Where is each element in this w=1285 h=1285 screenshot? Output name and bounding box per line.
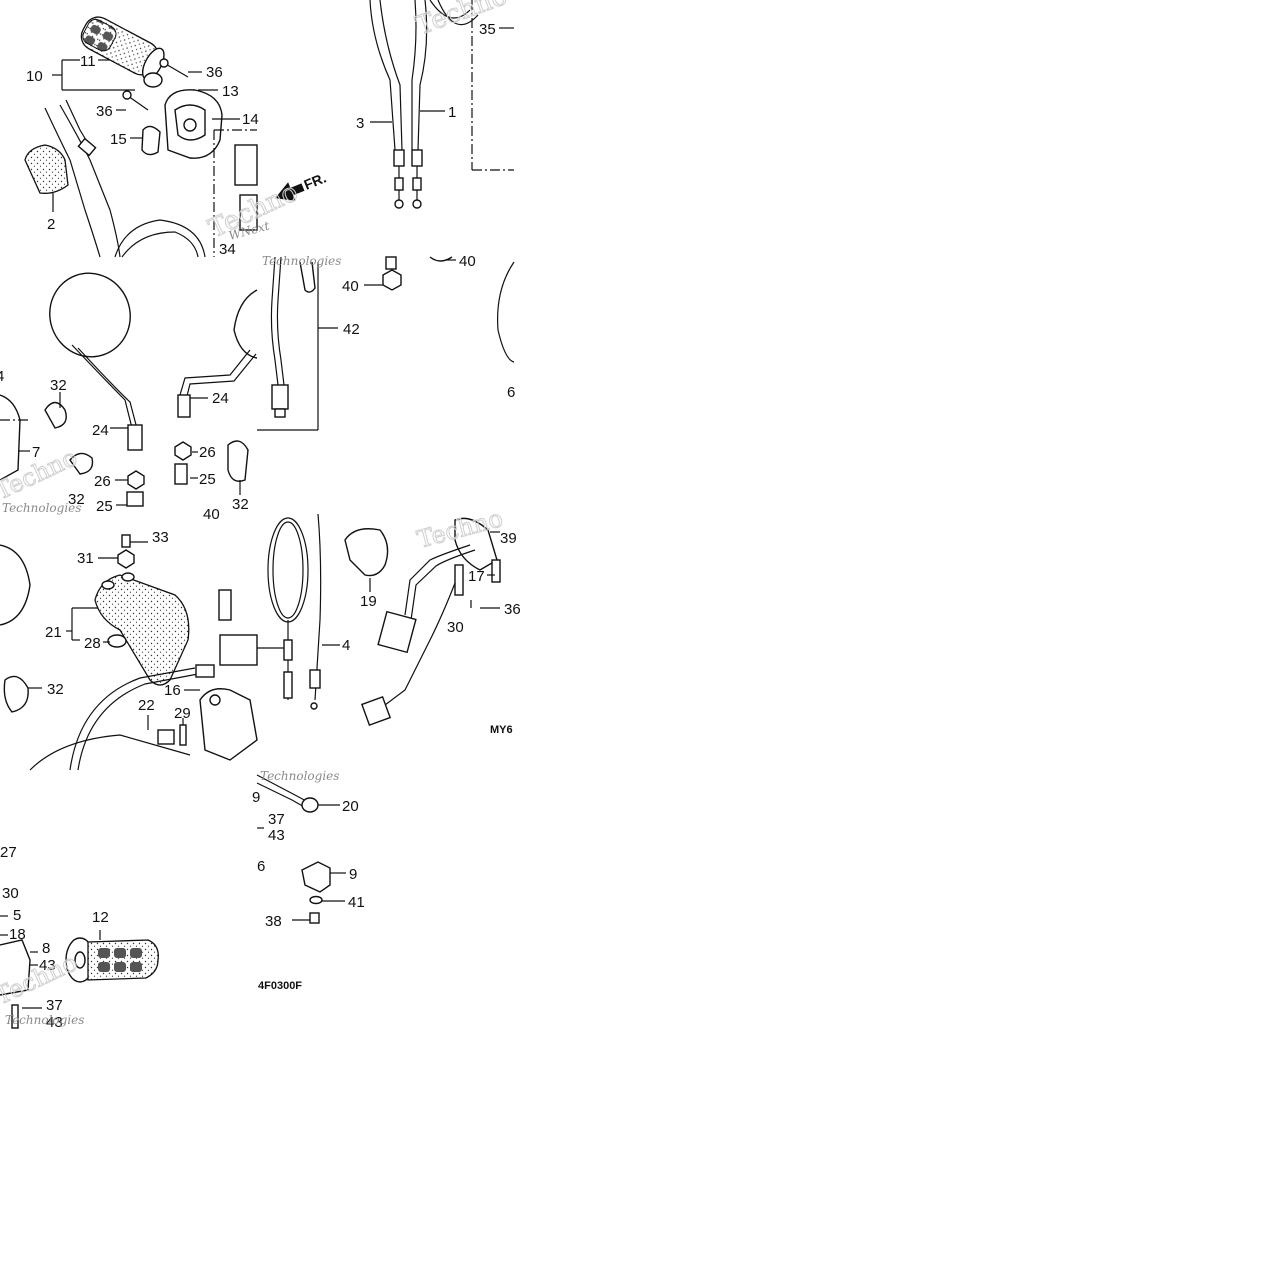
callout-29: 29 xyxy=(174,705,191,722)
callout-40: 40 xyxy=(342,278,359,295)
callout-17: 17 xyxy=(468,568,485,585)
watermark-small: Technologies xyxy=(260,769,339,783)
callout-10: 10 xyxy=(26,68,43,85)
callout-32: 32 xyxy=(50,377,67,394)
watermark-small: Technologies xyxy=(262,254,341,268)
callout-42: 42 xyxy=(343,321,360,338)
callout-43: 43 xyxy=(46,1014,63,1031)
callout-5: 5 xyxy=(13,907,21,924)
callout-32: 32 xyxy=(47,681,64,698)
callout-37: 37 xyxy=(46,997,63,1014)
callout-15: 15 xyxy=(110,131,127,148)
tile-lever-assembly: 33 31 21 28 32 16 22 29 xyxy=(0,529,258,771)
callout-4: 4 xyxy=(342,637,350,654)
callout-40: 40 xyxy=(203,506,220,523)
callout-39: 39 xyxy=(500,530,517,547)
callout-19: 19 xyxy=(360,593,377,610)
callout-41: 41 xyxy=(348,894,365,911)
left-grip-part xyxy=(65,937,159,983)
callout-22: 22 xyxy=(138,697,155,714)
callout-36: 36 xyxy=(96,103,113,120)
tile-throttle-assembly: FR. 10 11 36 13 36 14 15 2 34 WNext Tech… xyxy=(24,16,328,258)
tile-left-grip: 27 30 5 18 8 43 12 37 43 Techno Technolo… xyxy=(0,844,159,1031)
callout-30: 30 xyxy=(447,619,464,636)
callout-21: 21 xyxy=(45,624,62,641)
callout-1: 1 xyxy=(448,104,456,121)
callout-4: 4 xyxy=(0,368,4,385)
callout-3: 3 xyxy=(356,115,364,132)
callout-24: 24 xyxy=(92,422,109,439)
tile-clutch-lever: 9 20 37 43 6 9 41 38 4F0300F Technologie… xyxy=(252,769,365,992)
callout-16: 16 xyxy=(164,682,181,699)
callout-13: 13 xyxy=(222,83,239,100)
tile-mirrors: 4 32 24 24 7 26 25 26 25 32 32 40 Techno… xyxy=(0,272,258,523)
callout-38: 38 xyxy=(265,913,282,930)
tile-cables: 35 3 1 Techno xyxy=(356,0,514,209)
callout-9: 9 xyxy=(252,789,260,806)
callout-40: 40 xyxy=(459,253,476,270)
callout-8: 8 xyxy=(42,940,50,957)
callout-18: 18 xyxy=(9,926,26,943)
callout-33: 33 xyxy=(152,529,169,546)
callout-26: 26 xyxy=(94,473,111,490)
callout-31: 31 xyxy=(77,550,94,567)
callout-11: 11 xyxy=(80,53,96,70)
diagram-code: 4F0300F xyxy=(258,980,302,992)
callout-25: 25 xyxy=(199,471,216,488)
callout-24: 24 xyxy=(212,390,229,407)
callout-35: 35 xyxy=(479,21,496,38)
callout-28: 28 xyxy=(84,635,101,652)
throttle-grip-part xyxy=(80,16,165,80)
callout-14: 14 xyxy=(242,111,259,128)
callout-2: 2 xyxy=(47,216,55,233)
callout-36: 36 xyxy=(206,64,223,81)
callout-25: 25 xyxy=(96,498,113,515)
callout-26: 26 xyxy=(199,444,216,461)
callout-7: 7 xyxy=(32,444,40,461)
screw-part xyxy=(122,58,189,111)
callout-43: 43 xyxy=(39,957,56,974)
callout-37: 37 xyxy=(268,811,285,828)
tile-switch-cables: 39 17 19 36 30 4 MY6 Techno xyxy=(257,504,521,736)
watermark-small: Technologies xyxy=(2,501,81,515)
watermark-small: Technologies xyxy=(5,1013,84,1027)
callout-36: 36 xyxy=(504,601,521,618)
callout-43: 43 xyxy=(268,827,285,844)
callout-32: 32 xyxy=(232,496,249,513)
callout-6: 6 xyxy=(257,858,265,875)
callout-9: 9 xyxy=(349,866,357,883)
direction-marker-label: FR. xyxy=(301,169,328,192)
watermark-text: Techno xyxy=(412,0,511,42)
callout-32: 32 xyxy=(68,491,85,508)
tile-wire-harness: 40 42 40 6 Technologies xyxy=(257,253,515,431)
callout-20: 20 xyxy=(342,798,359,815)
callout-27: 27 xyxy=(0,844,17,861)
callout-6: 6 xyxy=(507,384,515,401)
diagram-code: MY6 xyxy=(490,724,513,736)
callout-12: 12 xyxy=(92,909,109,926)
callout-34: 34 xyxy=(219,241,236,258)
callout-30: 30 xyxy=(2,885,19,902)
front-direction-arrow: FR. xyxy=(275,169,328,201)
